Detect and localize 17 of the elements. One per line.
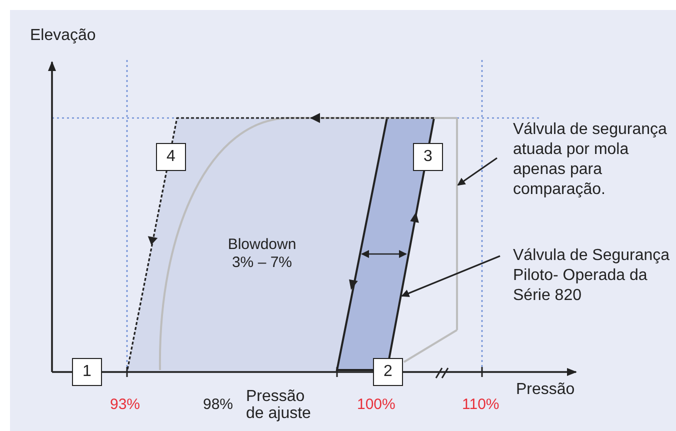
tick-label: 100%	[357, 395, 396, 414]
leader-line	[401, 255, 500, 298]
axis-title: Pressão de ajuste	[246, 388, 312, 422]
leader-line	[457, 157, 498, 186]
axis-title: Elevação	[30, 26, 96, 45]
spring-valve-edge	[456, 118, 458, 330]
callout-number: 3	[413, 143, 443, 171]
tick-label: 93%	[110, 395, 140, 414]
annotation-text: Válvula de Segurança Piloto- Operada da Série 820	[513, 246, 671, 306]
tick-label: 98%	[203, 395, 234, 414]
area-label: Blowdown 3% – 7%	[226, 236, 298, 272]
tick-label: 110%	[462, 395, 500, 414]
axis-title: Pressão	[516, 380, 575, 399]
callout-number: 4	[156, 143, 186, 171]
callout-number: 1	[72, 358, 102, 386]
callout-number: 2	[373, 358, 403, 386]
annotation-text: Válvula de segurança atuada por mola apenas para comparação.	[513, 120, 671, 200]
